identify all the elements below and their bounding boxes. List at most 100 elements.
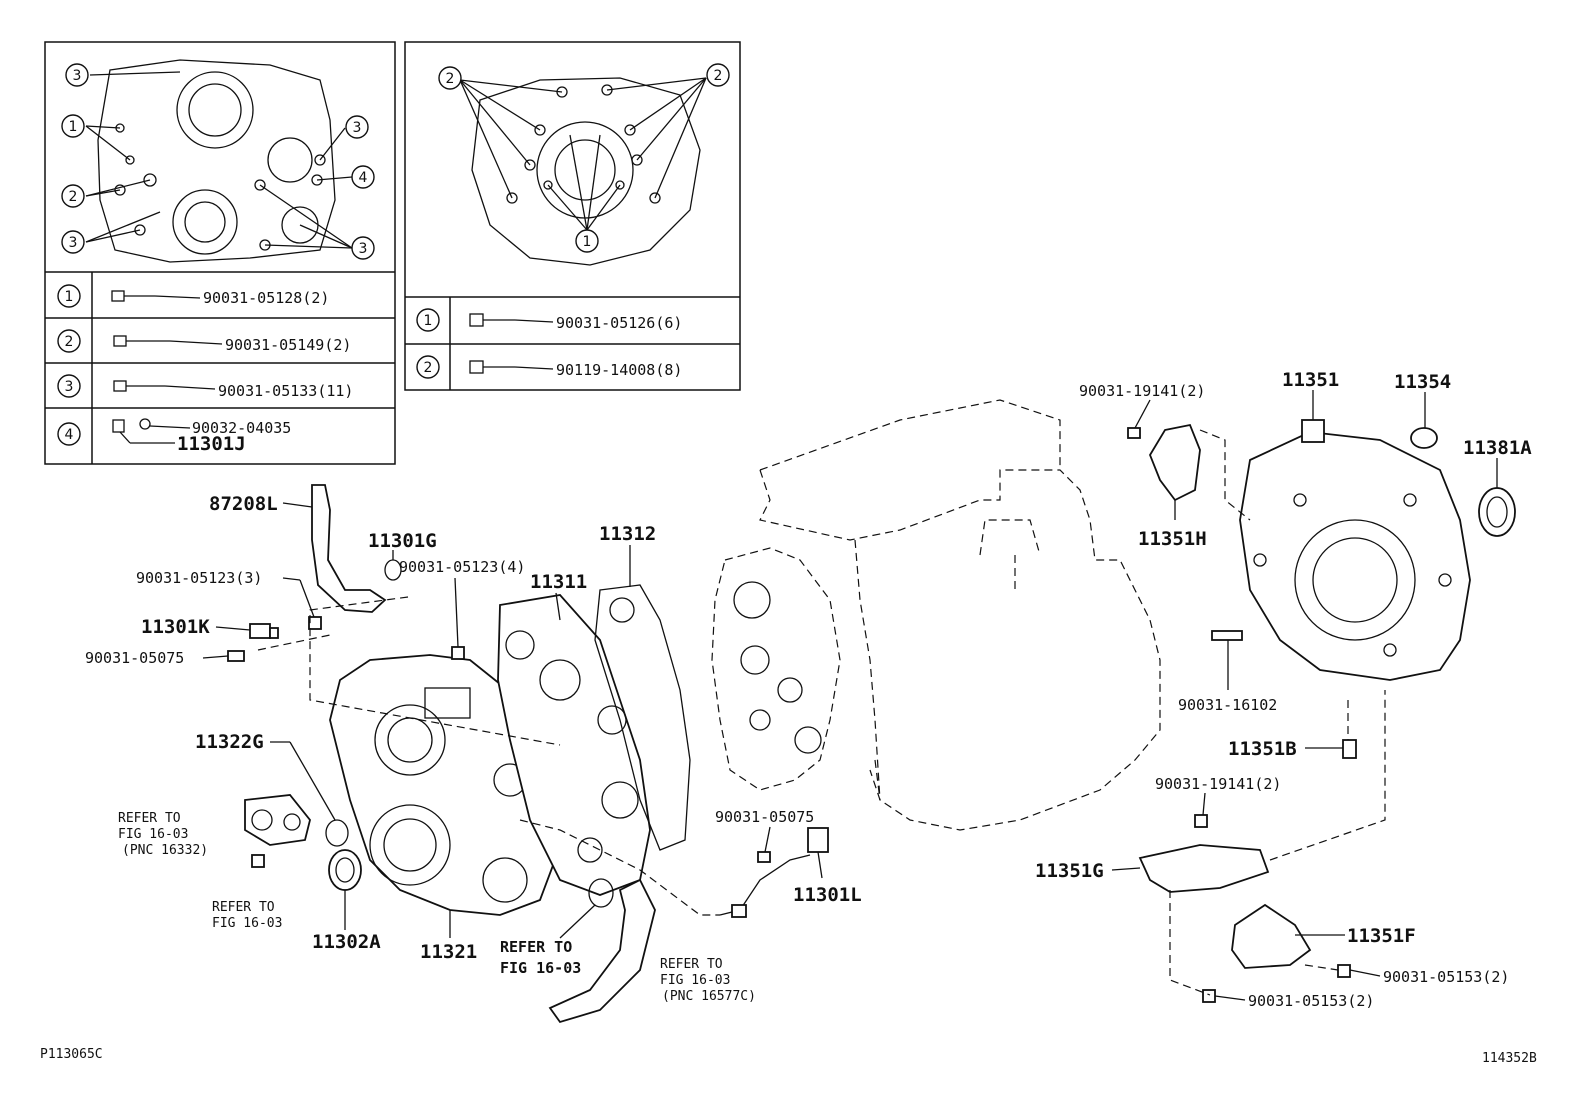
plug-11354 — [1410, 427, 1438, 449]
label-11351G: 11351G — [1035, 860, 1104, 882]
label-11301G: 11301G — [368, 530, 437, 552]
label-11354: 11354 — [1394, 371, 1451, 393]
svg-text:90031-05133(11): 90031-05133(11) — [218, 382, 353, 400]
label-90031-19141-bottom: 90031-19141(2) — [1155, 775, 1281, 793]
svg-text:1: 1 — [69, 119, 78, 135]
label-11381A: 11381A — [1463, 437, 1532, 459]
label-refer2-a: REFER TO — [212, 900, 275, 915]
left-inset-callout-3b: 3 — [61, 230, 85, 254]
svg-text:90031-05149(2): 90031-05149(2) — [225, 336, 351, 354]
left-inset-callout-3a: 3 — [65, 63, 89, 87]
left-inset-row-3: 3 90031-05133(11) — [57, 374, 353, 400]
left-inset-row-4: 4 90032-04035 11301J — [57, 418, 291, 455]
svg-text:2: 2 — [446, 71, 455, 87]
left-inset-callout-2: 2 — [61, 184, 85, 208]
label-refer1-c: (PNC 16332) — [122, 843, 208, 858]
label-11351F: 11351F — [1347, 925, 1416, 947]
svg-text:90032-04035: 90032-04035 — [192, 419, 291, 437]
label-refer4-b: FIG 16-03 — [660, 973, 730, 988]
svg-text:3: 3 — [65, 379, 74, 395]
plug-11351B — [1342, 739, 1357, 759]
label-11351B: 11351B — [1228, 738, 1297, 760]
left-inset-callout-1: 1 — [61, 114, 85, 138]
water-hose-lower — [548, 878, 656, 1024]
label-11322G: 11322G — [195, 731, 264, 753]
label-90031-05153-upper: 90031-05153(2) — [1383, 968, 1509, 986]
assembly-dashed-lines — [257, 429, 1386, 996]
bracket-11351G — [1138, 814, 1270, 893]
label-11351H: 11351H — [1138, 528, 1207, 550]
part-labels: 87208L 11301G 90031-05123(4) 90031-05123… — [40, 369, 1537, 1066]
label-11312: 11312 — [599, 523, 656, 545]
right-inset-leaders — [459, 77, 707, 231]
timing-gear-case — [329, 654, 561, 916]
bracket-11351H — [1127, 423, 1201, 502]
label-11301K: 11301K — [141, 616, 210, 638]
svg-text:1: 1 — [65, 289, 74, 305]
label-refer4-a: REFER TO — [660, 957, 723, 972]
svg-text:3: 3 — [73, 68, 82, 84]
label-code-left: P113065C — [40, 1047, 103, 1062]
stud-90031-16102 — [1211, 630, 1243, 641]
label-11321: 11321 — [420, 941, 477, 963]
right-inset-callout-2a: 2 — [438, 66, 462, 90]
right-inset-row-2: 2 90119-14008(8) — [416, 355, 682, 379]
left-inset-leaders — [85, 71, 353, 249]
main-leaders — [202, 390, 1498, 1001]
label-refer4-c: (PNC 16577C) — [662, 989, 756, 1004]
oil-seal-11381A — [1478, 487, 1516, 537]
label-90031-16102: 90031-16102 — [1178, 696, 1277, 714]
oil-pipe-87208L — [311, 484, 387, 613]
label-refer3-b: FIG 16-03 — [500, 959, 581, 977]
engine-front-plate — [711, 547, 841, 791]
bolt-90031-05123-4 — [451, 646, 465, 660]
svg-text:1: 1 — [583, 234, 592, 250]
label-refer2-b: FIG 16-03 — [212, 916, 282, 931]
right-inset-callout-2b: 2 — [706, 63, 730, 87]
svg-text:3: 3 — [353, 120, 362, 136]
bracket-11351F — [1202, 903, 1351, 1003]
label-11301L: 11301L — [793, 884, 862, 906]
svg-text:3: 3 — [69, 235, 78, 251]
o-ring-lower — [588, 878, 614, 908]
svg-text:90031-05128(2): 90031-05128(2) — [203, 289, 329, 307]
left-inset-row-1: 1 90031-05128(2) — [57, 284, 329, 308]
right-inset-callout-1: 1 — [575, 229, 599, 253]
label-11302A: 11302A — [312, 931, 381, 953]
label-90031-05075-left: 90031-05075 — [85, 649, 184, 667]
left-inset-callout-3d: 3 — [351, 236, 375, 260]
engine-block-outline — [759, 399, 1161, 831]
oil-seal-11302A — [328, 849, 362, 891]
svg-text:2: 2 — [424, 360, 433, 376]
svg-text:3: 3 — [359, 241, 368, 257]
left-inset: 3 1 2 3 3 4 3 1 90031-05128(2) 2 90031-0… — [44, 41, 396, 465]
label-11311: 11311 — [530, 571, 587, 593]
right-inset: 2 2 1 1 90031-05126(6) 2 90119-14008(8) — [404, 41, 741, 391]
label-code-right: 114352B — [1482, 1051, 1537, 1066]
water-inlet-housing — [244, 794, 311, 868]
svg-text:1: 1 — [424, 313, 433, 329]
svg-text:4: 4 — [65, 427, 74, 443]
timing-cover-sketch — [97, 59, 336, 263]
label-refer1-b: FIG 16-03 — [118, 827, 188, 842]
right-inset-row-1: 1 90031-05126(6) — [416, 308, 682, 332]
left-inset-row-2: 2 90031-05149(2) — [57, 329, 351, 354]
label-87208L: 87208L — [209, 493, 278, 515]
sensor-11301L — [719, 827, 829, 918]
label-90031-05123-4: 90031-05123(4) — [399, 558, 525, 576]
label-refer1-a: REFER TO — [118, 811, 181, 826]
svg-text:4: 4 — [359, 170, 368, 186]
label-90031-05075-right: 90031-05075 — [715, 808, 814, 826]
left-inset-callout-3c: 3 — [345, 115, 369, 139]
svg-text:11301J: 11301J — [177, 433, 246, 455]
label-90031-05123-3: 90031-05123(3) — [136, 569, 262, 587]
svg-text:2: 2 — [69, 189, 78, 205]
bolt-90031-05075 — [227, 650, 245, 662]
bolt-90031-05123-3 — [308, 616, 322, 630]
sensor-11301K — [249, 623, 279, 639]
left-inset-callout-4: 4 — [351, 165, 375, 189]
timing-cover-plate-gasket — [594, 584, 691, 851]
svg-text:90119-14008(8): 90119-14008(8) — [556, 361, 682, 379]
